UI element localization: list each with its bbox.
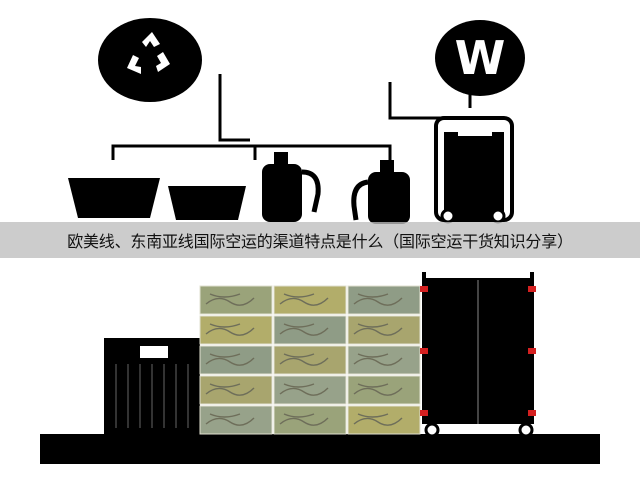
bale-texture <box>279 413 329 426</box>
bale-texture <box>353 353 403 366</box>
bale-texture <box>205 413 255 426</box>
w-letter: W <box>454 31 506 85</box>
bale-texture <box>353 293 403 306</box>
cart <box>420 272 536 438</box>
bale-texture <box>353 413 403 426</box>
bale-texture <box>205 383 255 396</box>
crate <box>104 338 200 436</box>
bale-texture <box>353 383 403 396</box>
bale-texture <box>205 353 255 366</box>
bale-texture <box>279 323 329 336</box>
bale-block <box>347 345 421 375</box>
bale-texture <box>279 293 329 306</box>
basin-right <box>168 186 246 220</box>
waste-bin <box>434 116 514 224</box>
stacked-bales <box>199 285 421 435</box>
bale-texture <box>353 323 403 336</box>
basin-left <box>68 178 160 218</box>
caption-title: 欧美线、东南亚线国际空运的渠道特点是什么（国际空运干货知识分享） <box>0 222 640 258</box>
bale-texture <box>205 323 255 336</box>
bale-texture <box>205 293 255 306</box>
bale-texture <box>279 383 329 396</box>
jug-right <box>351 160 410 224</box>
ground-platform <box>40 434 600 464</box>
jug-left <box>262 152 321 222</box>
recycle-icon <box>98 18 202 102</box>
bale-texture <box>279 353 329 366</box>
bale-block <box>347 405 421 435</box>
w-circle-icon <box>435 20 525 96</box>
